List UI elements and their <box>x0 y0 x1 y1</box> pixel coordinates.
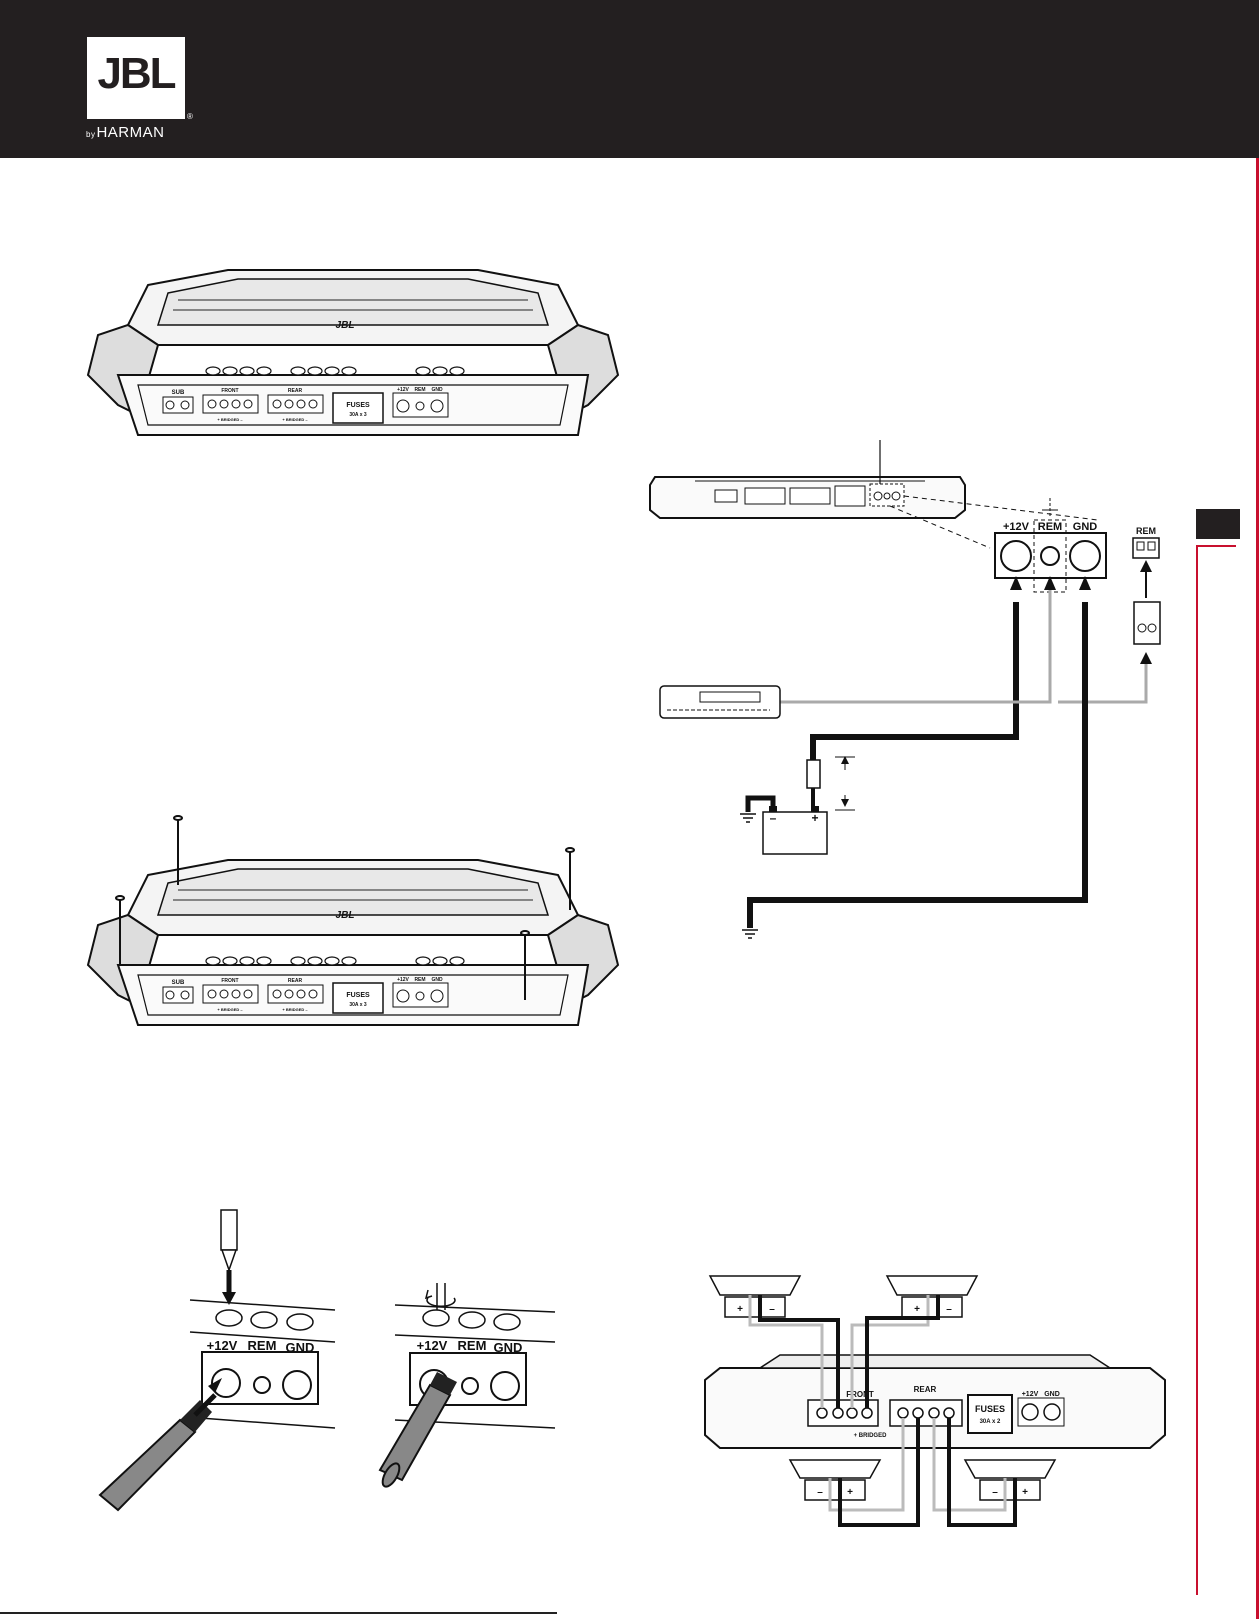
amp2-fuses-label: FUSES <box>346 992 370 999</box>
spk-front-label: FRONT <box>846 1390 874 1399</box>
amp-front-label: FRONT <box>221 388 238 394</box>
amplifier-mounting-illustration: JBL SUB FRONT REAR FUSES 30A x 3 +12V RE… <box>88 860 618 1025</box>
amp2-bridged-label-front: + BRIDGED – <box>217 1007 243 1012</box>
amp-gnd-label: GND <box>431 387 443 393</box>
amp2-front-label: FRONT <box>221 978 238 984</box>
amp2-sub-label: SUB <box>172 980 185 986</box>
closeup1-rem: REM <box>248 1338 277 1353</box>
spk1-plus: + <box>737 1304 743 1315</box>
spk-fuse-rating: 30A x 2 <box>980 1419 1001 1425</box>
spk2-minus: – <box>946 1304 952 1315</box>
spk1-minus: – <box>769 1304 775 1315</box>
amp2-rem-label: REM <box>414 977 425 983</box>
power-gnd-label: GND <box>1073 521 1098 533</box>
amp-bridged-label-front: + BRIDGED – <box>217 417 243 422</box>
amp-fuses-label: FUSES <box>346 402 370 409</box>
amp2-fuse-rating: 30A x 3 <box>349 1002 367 1008</box>
rem-plug-label: REM <box>1136 526 1156 536</box>
amp-sub-label: SUB <box>172 390 185 396</box>
amp-fuse-rating: 30A x 3 <box>349 412 367 418</box>
amp2-bridged-label-rear: + BRIDGED – <box>282 1007 308 1012</box>
amp-rem-label: REM <box>414 387 425 393</box>
spk2-plus: + <box>914 1304 920 1315</box>
battery-plus: + <box>811 811 818 825</box>
closeup2-12v: +12V <box>417 1338 448 1353</box>
power-12v-label: +12V <box>1003 521 1030 533</box>
amp2-12v-label: +12V <box>397 977 409 983</box>
spk4-plus: + <box>1022 1487 1028 1498</box>
closeup1-12v: +12V <box>207 1338 238 1353</box>
spk-fuses-label: FUSES <box>975 1404 1005 1414</box>
amp-lid-logo: JBL <box>336 320 355 331</box>
spk-bridged-label: + BRIDGED <box>854 1433 888 1439</box>
amp-bridged-label-rear: + BRIDGED – <box>282 417 308 422</box>
terminal-closeup-insert: +12V REM GND <box>100 1210 335 1510</box>
spk-gnd-label: GND <box>1044 1391 1060 1398</box>
amplifier-illustration-top: JBL SUB FRONT REAR FUSES 30A x 3 +12V RE… <box>88 270 618 435</box>
speaker-wiring-diagram: FRONT REAR FUSES 30A x 2 +12V GND + BRID… <box>705 1276 1165 1525</box>
battery-minus: – <box>770 811 777 825</box>
amp2-rear-label: REAR <box>288 978 303 984</box>
power-rem-label: REM <box>1038 521 1062 533</box>
spk3-minus: – <box>817 1487 823 1498</box>
amp-12v-label: +12V <box>397 387 409 393</box>
closeup1-gnd: GND <box>286 1340 315 1355</box>
spk3-plus: + <box>847 1487 853 1498</box>
terminal-closeup-tightened: +12V REM GND <box>379 1283 555 1489</box>
amp2-gnd-label: GND <box>431 977 443 983</box>
spk4-minus: – <box>992 1487 998 1498</box>
closeup2-gnd: GND <box>494 1340 523 1355</box>
spk-rear-label: REAR <box>914 1385 937 1394</box>
spk-12v-label: +12V <box>1022 1391 1039 1398</box>
power-wiring-diagram: +12V REM GND REM <box>650 440 1160 938</box>
amp2-lid-logo: JBL <box>336 910 355 921</box>
amp-rear-label: REAR <box>288 388 303 394</box>
closeup2-rem: REM <box>458 1338 487 1353</box>
